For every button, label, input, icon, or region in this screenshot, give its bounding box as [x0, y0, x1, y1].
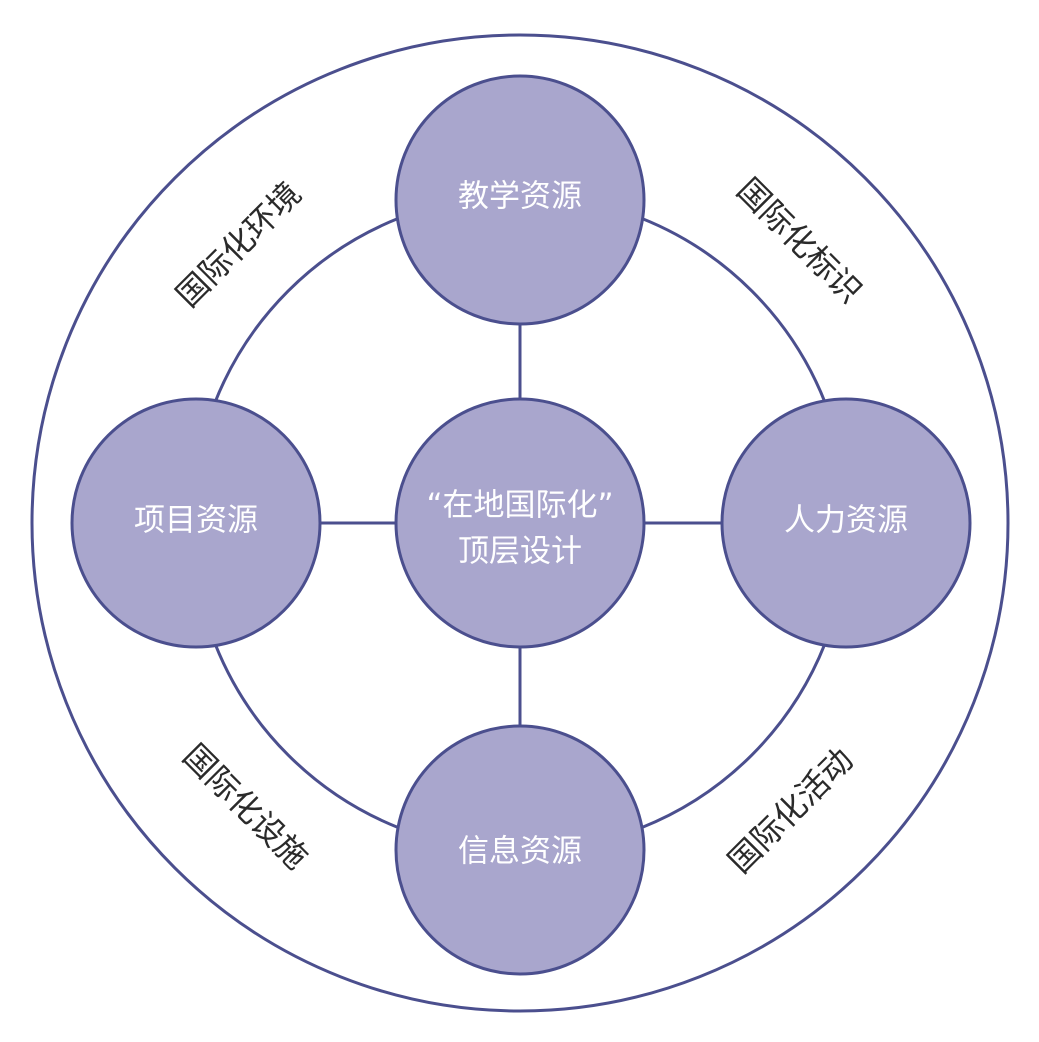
node-right-label: 人力资源: [784, 503, 908, 539]
node-right: 人力资源: [720, 397, 972, 649]
ring-label-bottom-right: 国际化活动: [721, 741, 861, 881]
node-left: 项目资源: [70, 397, 322, 649]
node-bottom-circle: [394, 724, 646, 976]
node-top: 教学资源: [394, 74, 646, 326]
node-left-label: 项目资源: [134, 503, 258, 539]
center-label-line1: “在地国际化”: [426, 488, 613, 524]
node-bottom: 信息资源: [394, 724, 646, 976]
node-center-circle: [394, 397, 646, 649]
node-right-circle: [720, 397, 972, 649]
ring-label-bottom-left: 国际化设施: [175, 737, 315, 877]
node-bottom-label: 信息资源: [458, 834, 582, 870]
node-top-circle: [394, 74, 646, 326]
node-top-label: 教学资源: [458, 179, 582, 215]
node-center: “在地国际化” 顶层设计: [394, 397, 646, 649]
center-label-line2: 顶层设计: [458, 534, 582, 570]
outer-ring: [30, 33, 1010, 1013]
node-left-circle: [70, 397, 322, 649]
